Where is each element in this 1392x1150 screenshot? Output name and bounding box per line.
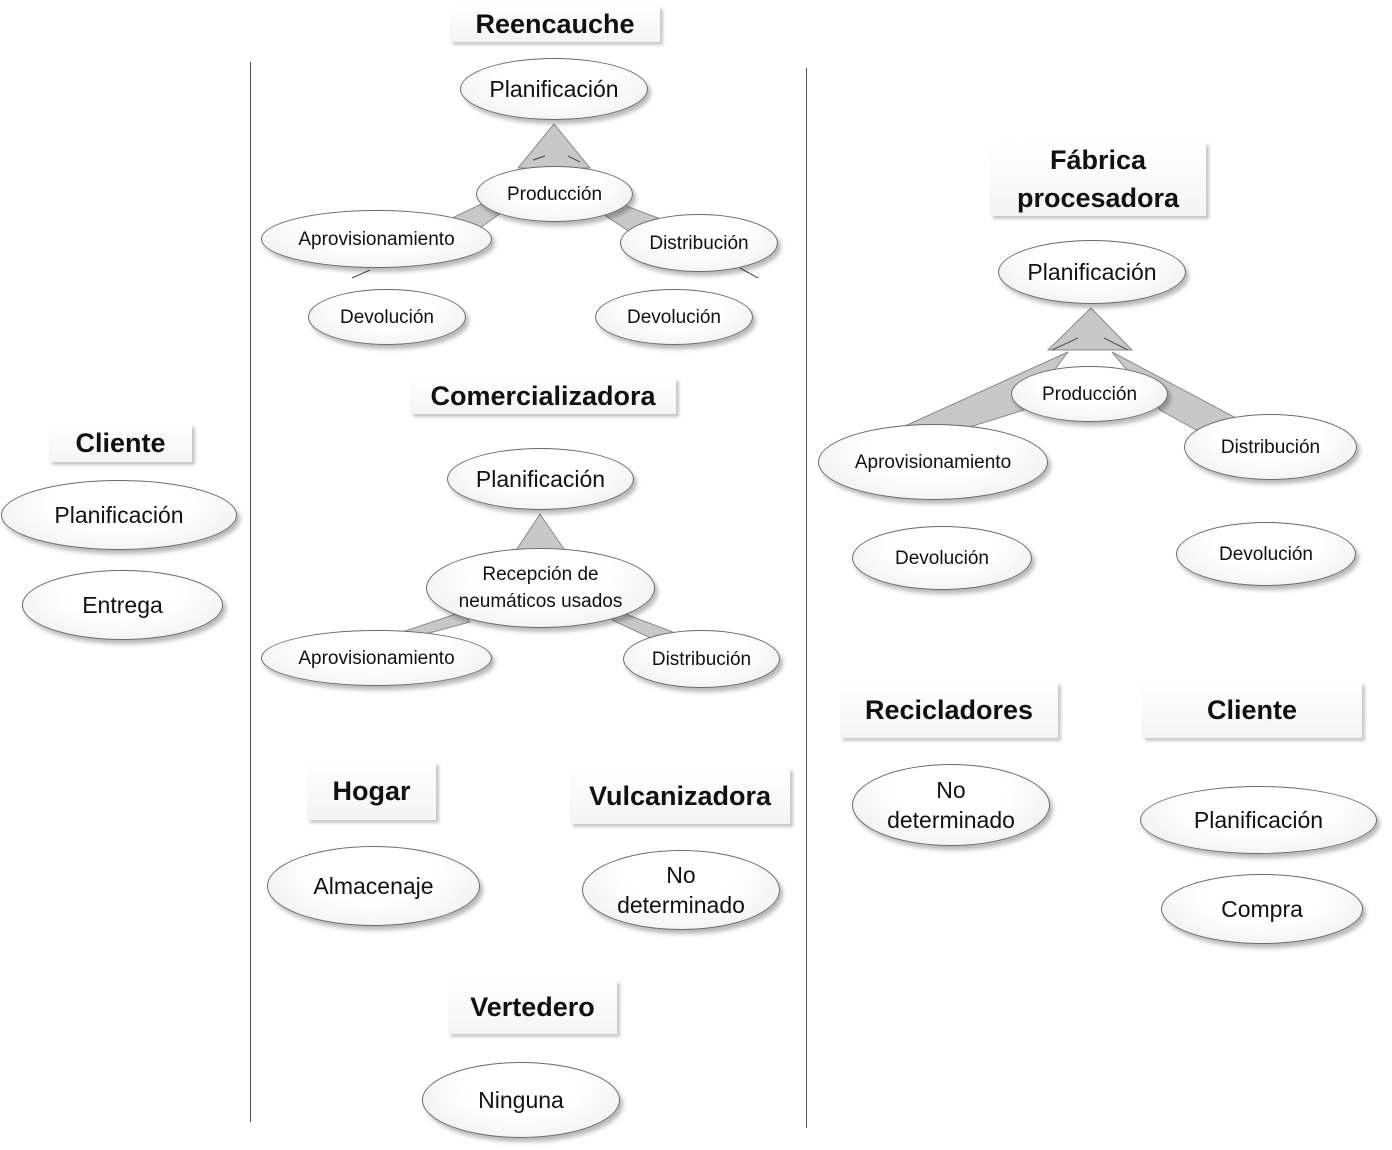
vulcanizadora-no-determinado-node: No determinado (582, 850, 780, 930)
cliente-right-planificacion-node: Planificación (1140, 786, 1377, 854)
reencauche-aprovisionamiento-node: Aprovisionamiento (261, 210, 492, 268)
hogar-title: Hogar (307, 762, 436, 820)
comercializadora-title: Comercializadora (410, 378, 676, 414)
cliente-left-planificacion-node: Planificación (1, 480, 237, 550)
reencauche-title: Reencauche (450, 6, 660, 42)
fabrica-devolucion-right-node: Devolución (1176, 522, 1356, 586)
reencauche-devolucion-left-node: Devolución (308, 289, 466, 345)
reencauche-produccion-node: Producción (476, 166, 633, 222)
fabrica-produccion-node: Producción (1011, 366, 1168, 422)
reencauche-tick-1 (532, 155, 546, 161)
hogar-almacenaje-node: Almacenaje (267, 846, 480, 926)
recicladores-title: Recicladores (840, 682, 1058, 738)
fabrica-distribucion-node: Distribución (1184, 414, 1357, 480)
fabrica-aprovisionamiento-node: Aprovisionamiento (818, 424, 1048, 500)
fabrica-tick-1 (1051, 337, 1079, 351)
reencauche-planificacion-node: Planificación (460, 58, 648, 120)
fabrica-tick-2 (1103, 337, 1129, 351)
recicladores-no-determinado-node: No determinado (852, 764, 1050, 846)
reencauche-tick-3 (351, 269, 371, 279)
comercializadora-connector-planificacion (514, 513, 567, 553)
left-divider (250, 62, 251, 1122)
comercializadora-planificacion-node: Planificación (447, 448, 634, 510)
comercializadora-recepcion-node: Recepción de neumáticos usados (426, 548, 655, 628)
reencauche-distribucion-node: Distribución (620, 214, 778, 272)
vertedero-title: Vertedero (448, 980, 617, 1034)
reencauche-tick-4 (739, 267, 759, 279)
fabrica-connector-planificacion (1046, 307, 1134, 351)
fabrica-title: Fábrica procesadora (990, 142, 1206, 216)
comercializadora-aprovisionamiento-node: Aprovisionamiento (261, 630, 492, 686)
cliente-left-entrega-node: Entrega (22, 570, 223, 640)
comercializadora-distribucion-node: Distribución (623, 630, 780, 688)
right-divider (806, 68, 807, 1128)
vertedero-ninguna-node: Ninguna (422, 1062, 620, 1138)
cliente-right-title: Cliente (1142, 682, 1362, 738)
fabrica-devolucion-left-node: Devolución (852, 526, 1032, 590)
reencauche-devolucion-right-node: Devolución (595, 289, 753, 345)
cliente-right-compra-node: Compra (1161, 874, 1363, 944)
fabrica-planificacion-node: Planificación (998, 240, 1186, 304)
vulcanizadora-title: Vulcanizadora (570, 768, 790, 824)
cliente-left-title: Cliente (49, 424, 192, 462)
reencauche-tick-2 (567, 155, 581, 163)
